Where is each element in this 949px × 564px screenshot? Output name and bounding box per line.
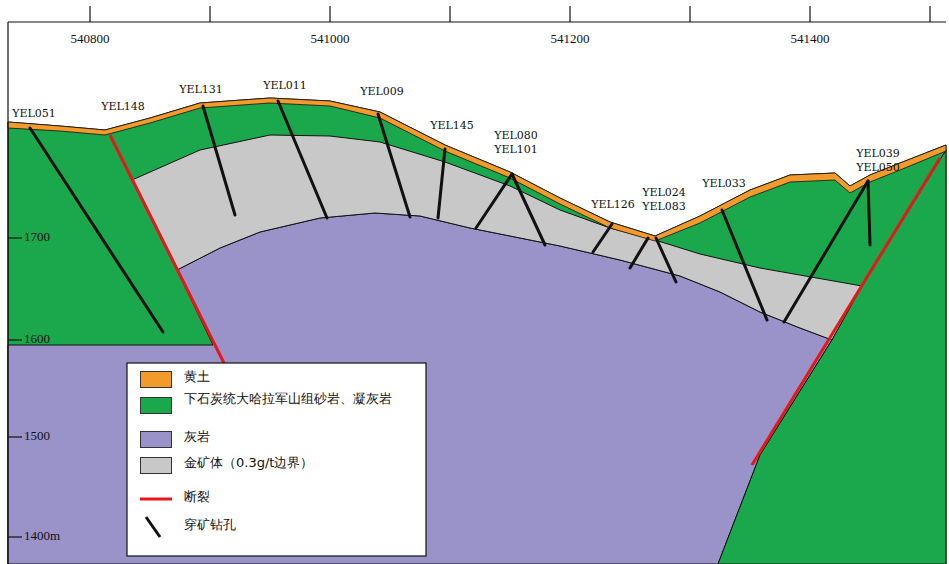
axis-label: 541400 <box>791 32 830 47</box>
drill-hole-label: YEL039 <box>856 148 900 161</box>
axis-label: 541000 <box>311 32 350 47</box>
legend-box <box>127 363 426 556</box>
legend-swatch <box>140 371 172 388</box>
sandstone-tuff-unit <box>718 150 946 564</box>
drill-hole-label: YEL126 <box>591 199 635 212</box>
legend-swatch <box>140 431 172 448</box>
legend-text: 黄土 <box>184 370 419 385</box>
drill-hole-label: YEL148 <box>101 101 145 114</box>
axis-label: 1500 <box>24 429 50 444</box>
drill-hole-label: YEL033 <box>702 178 746 191</box>
drill-hole-label: YEL009 <box>360 86 404 99</box>
axis-label: 1700 <box>24 230 50 245</box>
legend-swatch <box>140 457 172 474</box>
legend-swatch <box>140 397 172 414</box>
legend-text: 穿矿钻孔 <box>184 518 419 533</box>
axis-label: 541200 <box>551 32 590 47</box>
frame <box>8 6 946 564</box>
drill-hole-label: YEL145 <box>430 120 474 133</box>
legend-text: 金矿体（0.3g/t边界） <box>184 456 419 471</box>
drill-hole-label: YEL011 <box>263 80 307 93</box>
legend-text: 灰岩 <box>184 430 419 445</box>
drill-hole-label: YEL024 <box>642 187 686 200</box>
axis-label: 1400m <box>24 529 60 544</box>
drill-hole-label: YEL050 <box>856 162 900 175</box>
sandstone-tuff-unit <box>8 98 946 564</box>
drill-hole <box>30 101 870 332</box>
gold-orebody <box>132 135 862 340</box>
legend-text: 断裂 <box>184 490 419 505</box>
drill-hole-label: YEL101 <box>494 144 538 157</box>
drill-hole-label: YEL131 <box>179 84 223 97</box>
drill-hole-label: YEL083 <box>642 201 686 214</box>
legend-drill-sample <box>146 517 160 537</box>
axis-label: 540800 <box>71 32 110 47</box>
drill-hole-label: YEL080 <box>494 130 538 143</box>
legend-fault-sample <box>140 498 172 501</box>
loess-cover <box>8 98 946 241</box>
drill-hole-label: YEL051 <box>12 108 56 121</box>
legend-text: 下石炭统大哈拉军山组砂岩、凝灰岩 <box>184 392 419 407</box>
axis-label: 1600 <box>24 332 50 347</box>
